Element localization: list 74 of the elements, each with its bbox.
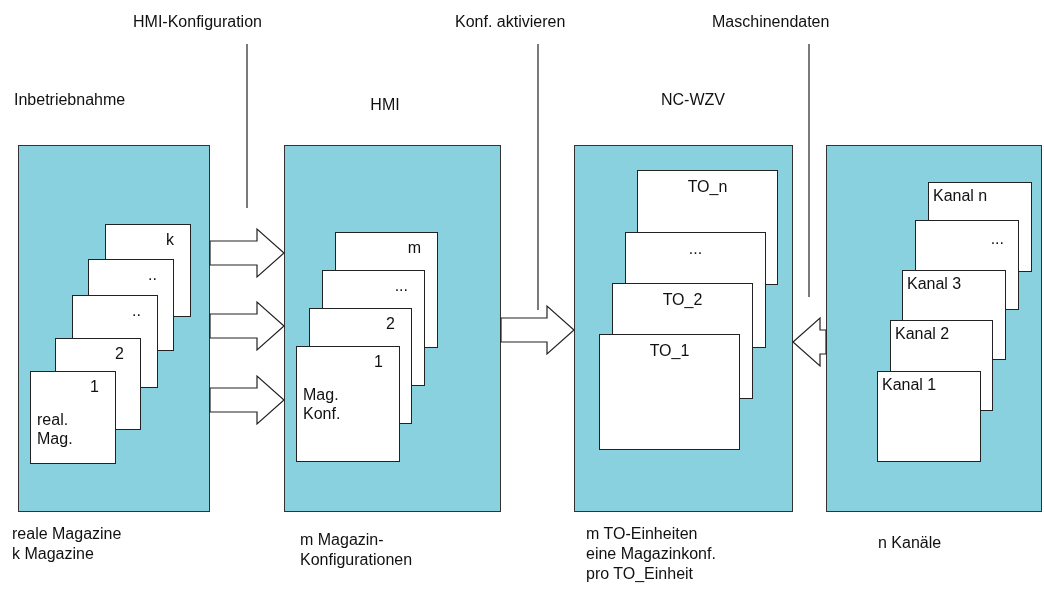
card-edge [174, 259, 191, 317]
card-edge [993, 320, 1006, 360]
card [322, 270, 425, 308]
panel-caption: reale Magazine [12, 524, 122, 544]
card-label: Kanal n [933, 186, 988, 206]
card [599, 334, 740, 450]
annotation-label: HMI-Konfiguration [133, 12, 262, 32]
card-number: 1 [374, 352, 383, 372]
card [637, 170, 778, 232]
card [55, 338, 141, 371]
card-edge [1006, 270, 1019, 310]
card-edge [158, 295, 174, 351]
block-arrow [209, 227, 285, 279]
card-edge [1019, 220, 1032, 272]
card-number: 2 [386, 314, 395, 334]
card [88, 259, 174, 295]
card-edge [116, 371, 141, 430]
card [309, 308, 412, 346]
card-number: ... [394, 276, 408, 296]
panel-caption: eine Magazinkonf. [586, 544, 716, 564]
panel-heading: Inbetriebnahme [14, 90, 126, 110]
panel-caption: k Magazine [12, 544, 94, 564]
card-label: ... [990, 229, 1004, 249]
card-edge [412, 308, 425, 386]
block-arrow [209, 300, 285, 352]
card-label: Kanal 2 [895, 324, 950, 344]
card-edge [425, 270, 438, 348]
card-label: TO_2 [661, 290, 704, 310]
card-label: Kanal 1 [882, 375, 937, 395]
card [890, 320, 993, 371]
card [877, 371, 981, 462]
panel-caption: n Kanäle [878, 533, 942, 553]
leader-line [537, 43, 539, 311]
panel-heading: HMI [370, 95, 400, 115]
leader-line [246, 43, 248, 209]
block-arrow [500, 304, 575, 356]
panel-caption: Konfigurationen [300, 550, 413, 570]
card-number: .. [132, 301, 141, 321]
annotation-label: Konf. aktivieren [455, 12, 566, 32]
card [335, 232, 438, 270]
block-arrow [209, 374, 285, 426]
card-edge [141, 338, 158, 388]
card-label: TO_1 [648, 341, 691, 361]
card-label: real. Mag. [37, 410, 73, 449]
card [105, 224, 191, 259]
card-label: Kanal 3 [907, 274, 962, 294]
card [915, 220, 1019, 270]
card [612, 283, 753, 334]
card-label: ... [687, 239, 704, 259]
panel-caption: m Magazin- [300, 530, 384, 550]
panel-heading: NC-WZV [661, 90, 725, 110]
block-arrow [792, 316, 827, 368]
card [928, 182, 1032, 220]
panel-caption: m TO-Einheiten [586, 524, 698, 544]
annotation-label: Maschinendaten [712, 12, 830, 32]
card-number: 2 [115, 344, 124, 364]
card-edge [981, 371, 993, 411]
card [30, 371, 116, 464]
leader-line [808, 43, 810, 298]
card-edge [753, 283, 766, 348]
card [72, 295, 158, 338]
card [625, 232, 766, 283]
card-label: Mag. Konf. [303, 385, 341, 424]
card-edge [766, 232, 778, 285]
card-label: TO_n [686, 177, 729, 197]
card [902, 270, 1006, 320]
panel-caption: pro TO_Einheit [586, 564, 694, 584]
card-edge [740, 334, 753, 399]
card-number: k [166, 230, 174, 250]
card [296, 346, 400, 462]
card-number: .. [148, 265, 157, 285]
card-edge [400, 346, 412, 424]
card-number: 1 [90, 377, 99, 397]
card-number: m [407, 238, 421, 258]
